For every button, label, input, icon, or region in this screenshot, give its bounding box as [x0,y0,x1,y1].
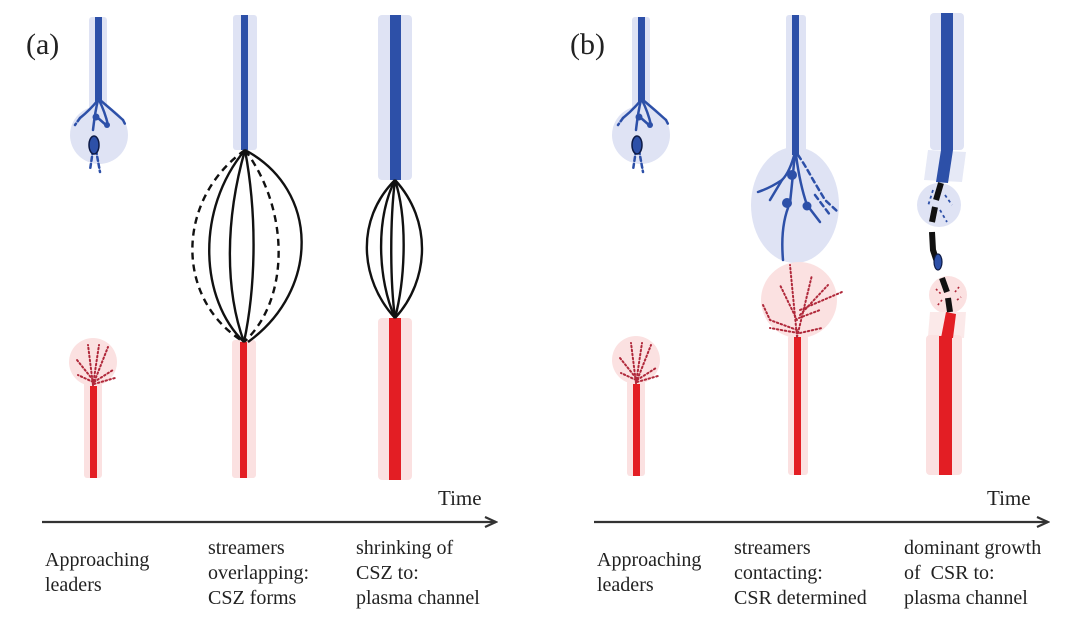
panel-b [594,13,1048,522]
panel-b-stage-1 [612,17,671,476]
streamer-node [104,122,110,128]
upward-leader-core [794,337,801,475]
upward-streamers [619,342,659,384]
stage-caption-b-1: Approaching leaders [597,549,702,596]
panel-label-a: (a) [26,28,60,61]
panel-a-stage-2 [191,15,303,478]
upward-leader-core [240,342,247,478]
panel-b-stage-2 [751,15,843,475]
downward-leader-core-bend [936,150,953,183]
csz-streamer-bundle [191,148,303,344]
streamer-node [787,170,797,180]
upward-leader-core [633,384,640,476]
upward-leader-core [90,386,97,478]
downward-streamer-zone [751,147,839,263]
stage-caption-b-3: dominant growth of CSR to: plasma channe… [904,537,1042,609]
downward-leader-core [241,15,248,150]
panel-a [42,15,496,522]
streamer-node [802,201,812,211]
upward-streamers [762,264,843,338]
downward-leader-core [638,17,645,102]
streamer-node [647,122,653,128]
stage-caption-a-1: Approaching leaders [45,549,150,596]
streamer-node [635,113,643,121]
residual-upward-streamers [935,286,962,307]
csz-streamer-bundle [365,179,424,319]
downward-leader-core [792,15,799,155]
residual-streamers [927,189,953,223]
upward-streamers [76,344,116,386]
downward-streamer-zone [917,183,961,227]
upward-leader-core-bend [941,312,956,338]
downward-leader-core [390,15,401,180]
downward-streamer-zone [70,106,128,164]
downward-streamer-zone [612,106,670,164]
stage-caption-a-2: streamers overlapping: CSZ forms [208,537,310,609]
stage-caption-b-2: streamers contacting: CSR determined [734,537,867,609]
time-axis-label-a: Time [438,486,482,510]
plasma-channel [929,182,953,313]
downward-leader-core [95,17,102,102]
panel-a-stage-3 [365,15,424,480]
streamer-node [782,198,792,208]
upward-leader-core [389,318,401,480]
stage-caption-a-3: shrinking of CSZ to: plasma channel [356,537,480,609]
streamer-head [88,135,100,155]
streamer-head [933,253,943,271]
panel-b-stage-3 [917,13,967,475]
downward-leader-core [941,13,953,150]
time-axis-label-b: Time [987,486,1031,510]
panel-a-stage-1 [69,17,128,478]
streamer-node [92,113,100,121]
upward-leader-core [939,336,952,475]
streamer-head [631,135,643,155]
upward-streamer-zone [761,262,837,338]
panel-label-b: (b) [570,28,605,61]
